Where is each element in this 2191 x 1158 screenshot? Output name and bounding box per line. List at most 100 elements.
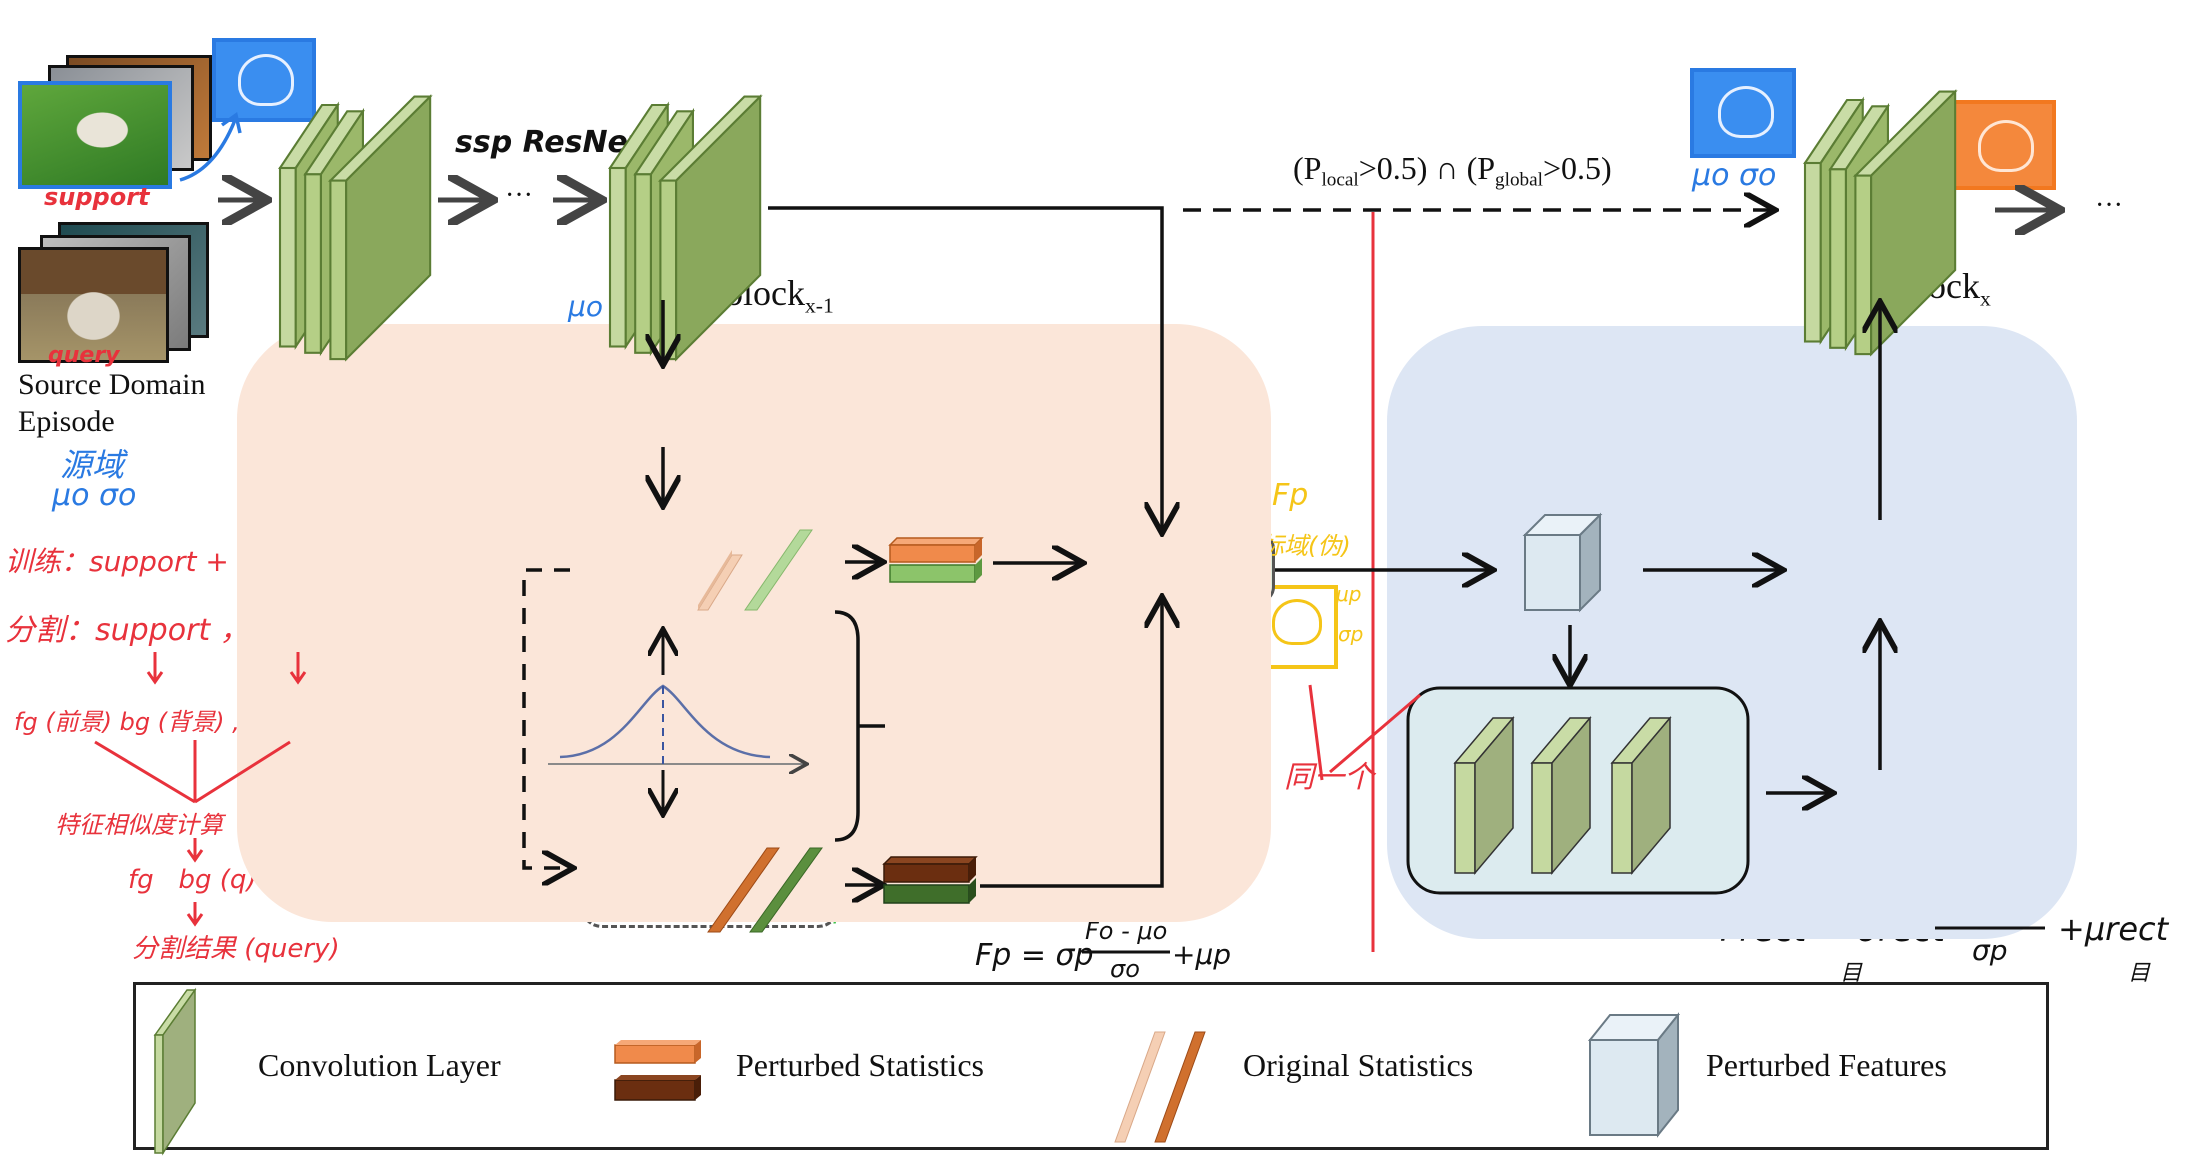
tail-ellipsis: ··· [2095, 190, 2123, 221]
noise-note-bottom: +noise [812, 855, 896, 883]
cube-to-adain-note-stats: μp σp [1716, 520, 1791, 550]
block-prev-label: blockx-1 [725, 272, 834, 319]
momentum-update-line2: update [357, 743, 459, 785]
annotation-fg-bg: fg (前景) bg (背景) , q [14, 708, 263, 736]
individual-style-line1: Individual [582, 512, 706, 545]
same-one-note: 同一个 [1284, 760, 1374, 795]
sigma-s-label: σs [744, 600, 764, 633]
fp-source-sketch [1388, 585, 1490, 669]
sigma-s-symbol: σ [744, 600, 759, 629]
fp-source-sigma: σp [1492, 622, 1518, 646]
mu-a-label: μa [708, 893, 729, 926]
query-label: query [48, 343, 120, 368]
momentum-dashed-connector [522, 568, 570, 868]
block-prev-stats: μo σo [568, 290, 647, 323]
block-next-label: blockx [1900, 265, 1991, 312]
adapter-note: αrect βrect [1500, 778, 1645, 808]
annotation-similarity: 特征相似度计算 [55, 811, 223, 839]
annotation-result: 分割结果 (query) [132, 934, 340, 964]
resnet-label: ssp ResNet [455, 125, 643, 160]
adain-rectification-box[interactable]: AdaIn [1795, 537, 1967, 607]
query-photo[interactable] [18, 247, 169, 363]
alpha-beta-bottom: α β [808, 895, 850, 925]
noise-note-top: +noise [818, 515, 902, 543]
p-global-text: P [972, 823, 990, 859]
rect-mu-symbol: μ [1838, 772, 1855, 805]
fp-source-label: Fp [1418, 478, 1455, 513]
fp-source-cn: 源域 [1400, 525, 1457, 558]
average-style-line1: Average [586, 812, 686, 845]
p-local-condition: Plocal<0.5 [972, 500, 1085, 542]
adain-perturbation-label: AdaIn [1144, 548, 1234, 588]
px-label: p(x) [587, 686, 634, 717]
block-prev-text: block [725, 273, 805, 313]
skip-stats: μo σo [1692, 158, 1777, 193]
adain-bottom-note-cn: 目标域(伪) [1063, 636, 1188, 666]
perturbation-module-title: Perturbation Module [257, 366, 495, 452]
annotation-fg-bg-q: fg bg (q) [128, 865, 257, 895]
perturbed-stats-local [888, 537, 984, 583]
frect-formula-lhs: Frect = σrect [1720, 910, 1946, 950]
adain-rectification-label: AdaIn [1836, 552, 1926, 592]
sigma-a-label: σa [757, 893, 778, 926]
support-photo[interactable] [18, 81, 172, 189]
normal-distribution-label: N(0,0.75) [700, 686, 809, 717]
support-image-stack [18, 55, 212, 189]
p-local-sub: local [989, 519, 1028, 541]
frect-formula-rhs: +μrect [2058, 910, 2169, 948]
concat-label: concat [890, 648, 1018, 688]
perturbation-title-line1: Perturbation [301, 372, 451, 405]
block-next-sub: x [1979, 286, 1991, 311]
source-domain-label-line1: Source Domain [18, 368, 206, 401]
conv-block-next [1803, 90, 1957, 356]
concat-bracket [834, 610, 860, 842]
skip-line-to-adain [768, 206, 1162, 530]
rect-output-sketch [1950, 100, 2056, 190]
fp-target-cn: 目标域(伪) [1236, 532, 1351, 560]
adapter-label: Adapter [1522, 850, 1626, 886]
sigma-s-sub: s [758, 615, 765, 633]
style-extraction-note: support + query [550, 357, 764, 387]
frect-sigma: σrect [2008, 462, 2071, 490]
source-domain-label-line2: Episode [18, 405, 115, 438]
concat-stats: μp σp [902, 692, 988, 727]
p-global-condition: Pglobal<0.5 [972, 823, 1096, 865]
block-next-text: block [1900, 266, 1980, 306]
rect-output-stats: μrect,σrect [1838, 772, 1932, 809]
conv-block-1 [278, 95, 432, 361]
frect-mu: μrect [2005, 415, 2068, 443]
frect-formula-note-3: 目 [2128, 961, 2151, 986]
p-global-cond: <0.5 [1037, 823, 1096, 859]
query-image-stack [18, 222, 209, 363]
rect-sigma-symbol: ,σ [1881, 772, 1905, 805]
skip-style-sketch [1690, 68, 1796, 158]
rect-sigma-sub: rect [1904, 788, 1932, 809]
frect-formula-numerator: Fp - μp [1950, 880, 2055, 915]
average-style-line2: style [610, 853, 667, 886]
frect-formula-note-1: 目 [1840, 961, 1863, 986]
rectification-module-title-box: Rectificaiton Module [1415, 372, 1811, 436]
adain-in-note-cn: 目标域 [1948, 638, 2020, 666]
legend-label-original-stats: Original Statistics [1243, 1047, 1474, 1083]
p-global-sub: global [989, 842, 1038, 864]
fp-formula-denominator: σo [1110, 955, 1140, 983]
p-local-cond: <0.5 [1027, 500, 1086, 536]
fp-formula-rhs: +μp [1172, 938, 1232, 971]
adain-bottom-note-ab: α β [1070, 668, 1112, 698]
perturbation-title-line2: Module [329, 412, 423, 445]
mu-s-symbol: μ [696, 600, 710, 629]
skip-condition-part2: >0.5) ∩ (P [1358, 150, 1496, 186]
fp-formula-lhs: Fp = σp [975, 938, 1094, 973]
legend-label-convolution: Convolution Layer [258, 1047, 501, 1083]
skip-condition-part1: (P [1293, 150, 1322, 186]
skip-condition-sub1: local [1321, 169, 1359, 191]
legend: Convolution Layer Perturbed Statistics O… [133, 982, 2049, 1150]
frect-cn: 目标域 [1898, 370, 1983, 403]
backbone-ellipsis: ··· [505, 180, 533, 211]
skip-condition-part3: >0.5) [1542, 150, 1612, 186]
fp-target-label: Fp [1272, 478, 1309, 513]
support-label: support [44, 183, 150, 211]
p-local-text: P [972, 500, 990, 536]
legend-label-perturbed-features: Perturbed Features [1706, 1047, 1947, 1083]
legend-label-perturbed-stats: Perturbed Statistics [736, 1047, 984, 1083]
